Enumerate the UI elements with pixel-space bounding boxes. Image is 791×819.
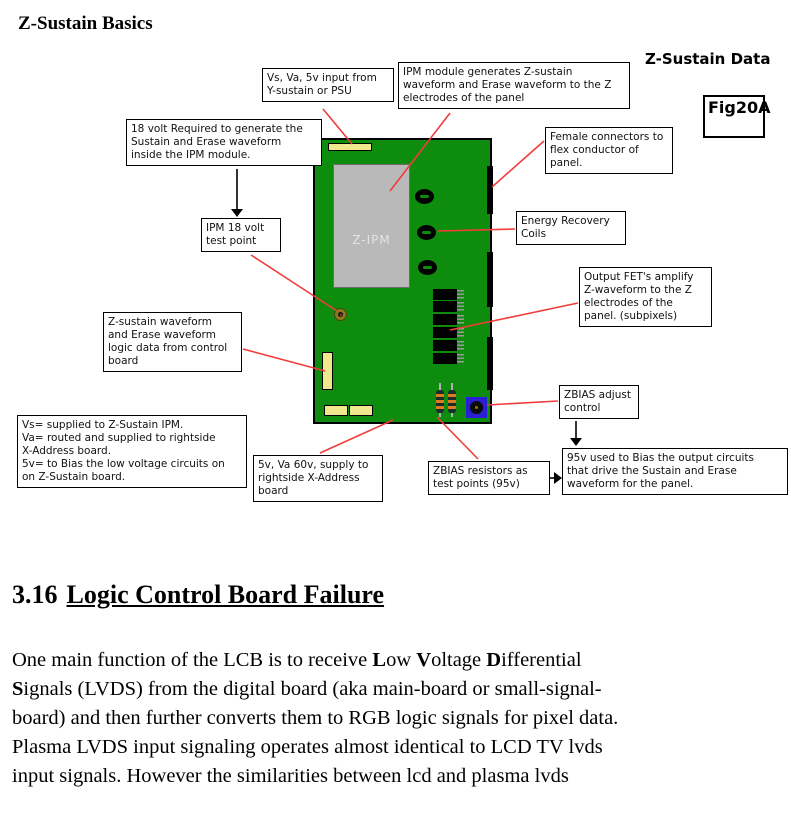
body-paragraph: One main function of the LCB is to recei… <box>12 649 619 787</box>
top-edge-connector <box>328 143 372 151</box>
section-heading: 3.16 Logic Control Board Failure <box>12 580 384 610</box>
callout-ipm-test-point: IPM 18 volt test point <box>201 218 281 252</box>
page-title: Z-Sustain Basics <box>18 13 153 34</box>
energy-recovery-coil <box>415 189 434 204</box>
logic-input-connector <box>322 352 333 390</box>
callout-5v-va-supply: 5v, Va 60v, supply to rightside X-Addres… <box>253 455 383 502</box>
panel-flex-connector <box>487 252 493 307</box>
panel-flex-connector <box>487 166 493 214</box>
arrow-resistors-to-95v <box>549 472 562 484</box>
callout-95v-bias: 95v used to Bias the output circuits tha… <box>562 448 788 495</box>
output-fet <box>433 327 464 338</box>
figure-label-box: Fig20A <box>703 95 771 138</box>
supply-connector <box>349 405 373 416</box>
callout-input-supply: Vs, Va, 5v input from Y-sustain or PSU <box>262 68 394 102</box>
output-fet <box>433 301 464 312</box>
energy-recovery-coil <box>418 260 437 275</box>
output-fet <box>433 289 464 300</box>
callout-energy-recovery: Energy Recovery Coils <box>516 211 626 245</box>
leader-line <box>491 140 545 188</box>
ipm-module: Z-IPM <box>333 164 410 288</box>
ipm-test-point <box>334 308 347 321</box>
figure-label: Fig20A <box>708 98 771 117</box>
diagram-title: Z-Sustain Data <box>645 50 771 68</box>
callout-female-connectors: Female connectors to flex conductor of p… <box>545 127 673 174</box>
leader-line <box>319 419 394 454</box>
output-fet <box>433 314 464 325</box>
callout-logic-data: Z-sustain waveform and Erase waveform lo… <box>103 312 242 372</box>
zbias-resistor <box>436 390 444 413</box>
energy-recovery-coil <box>417 225 436 240</box>
zbias-potentiometer <box>466 397 487 418</box>
callout-18-volt: 18 volt Required to generate the Sustain… <box>126 119 322 166</box>
supply-connector <box>324 405 348 416</box>
output-fet <box>433 340 464 351</box>
callout-zbias-adjust: ZBIAS adjust control <box>559 385 639 419</box>
section-number: 3.16 <box>12 580 58 609</box>
leader-line <box>486 400 559 406</box>
callout-zbias-resistors: ZBIAS resistors as test points (95v) <box>428 461 550 495</box>
arrow-18v-to-testpoint <box>231 169 243 217</box>
zbias-resistor <box>448 390 456 413</box>
ipm-module-label: Z-IPM <box>352 233 391 247</box>
callout-voltage-rails: Vs= supplied to Z-Sustain IPM. Va= route… <box>17 415 247 488</box>
callout-ipm-function: IPM module generates Z-sustain waveform … <box>398 62 630 109</box>
arrow-zbias-to-95v <box>570 421 582 446</box>
output-fet <box>433 353 464 364</box>
section-title: Logic Control Board Failure <box>66 580 385 609</box>
callout-output-fets: Output FET's amplify Z-waveform to the Z… <box>579 267 712 327</box>
panel-flex-connector <box>487 337 493 390</box>
pcb-board: Z-IPM <box>313 138 493 424</box>
